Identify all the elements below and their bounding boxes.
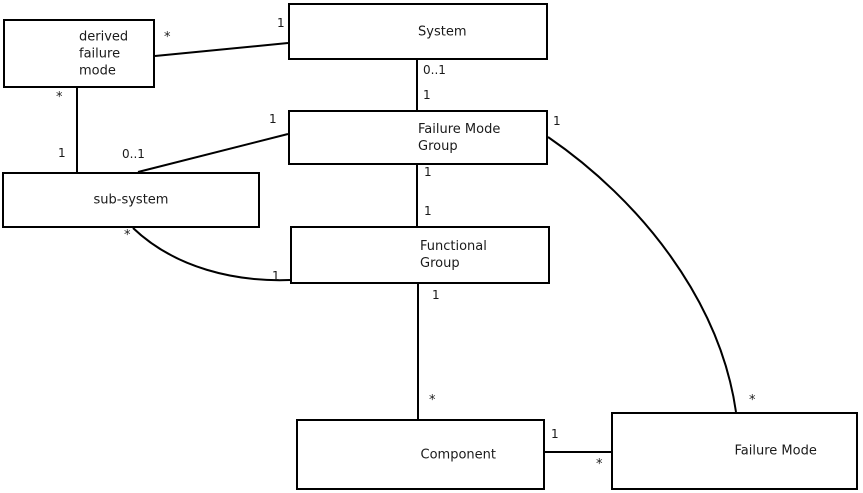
multiplicity-label-m-fmg-subsystem-one: 1 <box>269 112 277 126</box>
association-edge-sub-system--failure-mode-group <box>137 133 289 173</box>
multiplicity-label-m-fg-subsystem-one: 1 <box>272 269 280 283</box>
class-box-failure-mode[interactable]: Failure Mode <box>611 412 858 490</box>
multiplicity-label-m-fmg-fg-one: 1 <box>424 165 432 179</box>
class-box-sub-system[interactable]: sub-system <box>2 172 260 228</box>
multiplicity-label-m-component-fg-star: * <box>429 393 436 408</box>
multiplicity-label-m-fg-fmg-one: 1 <box>424 204 432 218</box>
multiplicity-label-m-subsystem-fmg-zeroone: 0..1 <box>122 147 145 161</box>
class-box-system[interactable]: System <box>288 3 548 60</box>
class-box-component[interactable]: Component <box>296 419 545 490</box>
class-box-functional-group[interactable]: Functional Group <box>290 226 550 284</box>
class-box-label-failure-mode: Failure Mode <box>734 443 817 459</box>
class-box-label-derived-failure-mode: derived failure mode <box>79 29 129 78</box>
multiplicity-label-m-dfm-subsystem-star: * <box>56 90 63 105</box>
association-edge-derived-failure-mode--system <box>154 42 289 57</box>
multiplicity-label-m-fg-component-one: 1 <box>432 288 440 302</box>
class-box-failure-mode-group[interactable]: Failure Mode Group <box>288 110 548 165</box>
class-box-label-functional-group: Functional Group <box>420 239 487 271</box>
multiplicity-label-m-fmg-system-one: 1 <box>423 88 431 102</box>
multiplicity-label-m-component-fm-one: 1 <box>551 427 559 441</box>
class-box-label-failure-mode-group: Failure Mode Group <box>418 121 501 154</box>
multiplicity-label-m-subsystem-dfm-one: 1 <box>58 146 66 160</box>
multiplicity-label-m-fm-component-star: * <box>596 457 603 472</box>
multiplicity-label-m-system-dfm-one: 1 <box>277 16 285 30</box>
multiplicity-label-m-system-fmg-zeroone: 0..1 <box>423 63 446 77</box>
multiplicity-label-m-fmg-fm-one: 1 <box>553 114 561 128</box>
multiplicity-label-m-fm-fmg-star: * <box>749 393 756 408</box>
multiplicity-label-m-dfm-system-star: * <box>164 30 171 45</box>
class-box-derived-failure-mode[interactable]: derived failure mode <box>3 19 155 88</box>
association-edge-sub-system--functional-group <box>132 227 291 282</box>
multiplicity-label-m-subsystem-fg-star: * <box>124 228 131 243</box>
class-box-label-system: System <box>418 24 467 39</box>
class-box-label-sub-system: sub-system <box>93 192 169 208</box>
class-box-label-component: Component <box>420 447 496 462</box>
association-edge-failure-mode-group--failure-mode <box>547 136 737 413</box>
